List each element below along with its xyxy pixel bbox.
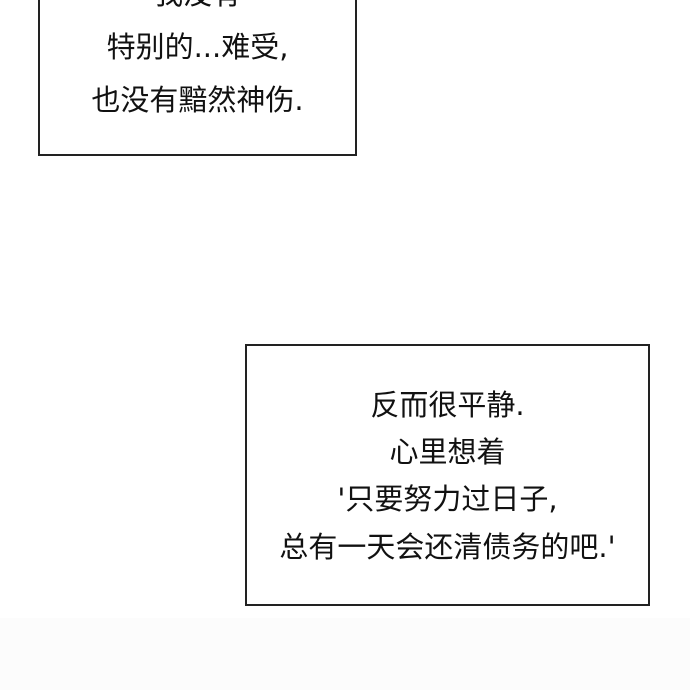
caption-line: '只要努力过日子, bbox=[337, 482, 558, 516]
caption-line: 也没有黯然神伤. bbox=[91, 83, 304, 117]
caption-line: 心里想着 bbox=[389, 435, 506, 469]
caption-box-bottom: 反而很平静. 心里想着 '只要努力过日子, 总有一天会还清债务的吧.' bbox=[245, 344, 650, 606]
caption-box-top: 我没有 特别的...难受, 也没有黯然神伤. bbox=[38, 0, 357, 156]
caption-line: 特别的...难受, bbox=[106, 30, 289, 64]
panel-background bbox=[0, 618, 690, 690]
caption-line: 总有一天会还清债务的吧.' bbox=[279, 530, 616, 564]
caption-line: 反而很平静. bbox=[370, 388, 525, 422]
caption-line: 我没有 bbox=[40, 0, 355, 11]
